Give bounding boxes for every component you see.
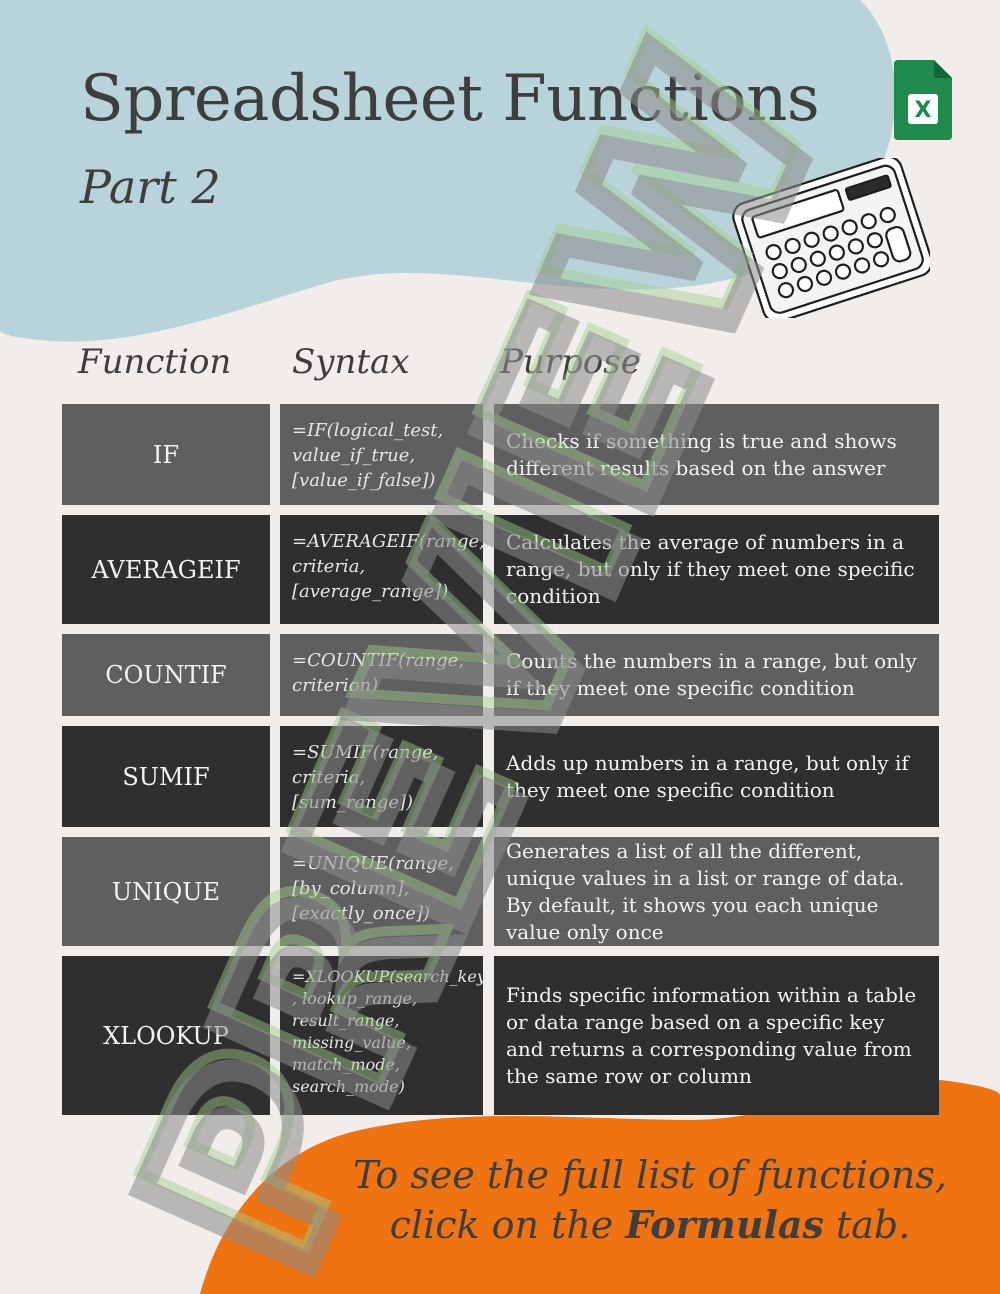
- header-syntax: Syntax: [292, 342, 410, 382]
- svg-text:X: X: [915, 98, 932, 123]
- purpose-cell: Generates a list of all the different, u…: [494, 837, 939, 946]
- purpose-cell: Adds up numbers in a range, but only if …: [494, 726, 939, 827]
- syntax-cell: =SUMIF(range,criteria,[sum_range]): [280, 726, 483, 827]
- syntax-cell: =COUNTIF(range,criterion): [280, 634, 483, 716]
- function-cell: XLOOKUP: [62, 956, 270, 1115]
- function-cell: UNIQUE: [62, 837, 270, 946]
- function-cell: SUMIF: [62, 726, 270, 827]
- header-purpose: Purpose: [500, 342, 641, 382]
- syntax-cell: =AVERAGEIF(range,criteria,[average_range…: [280, 515, 485, 624]
- header-function: Function: [78, 342, 232, 382]
- footer-note: To see the full list of functions, click…: [353, 1153, 947, 1247]
- excel-icon: X: [894, 60, 952, 140]
- purpose-cell: Calculates the average of numbers in a r…: [494, 515, 939, 624]
- syntax-cell: =XLOOKUP(search_key, lookup_range,result…: [280, 956, 486, 1115]
- formulas-tab-label: Formulas: [625, 1202, 824, 1247]
- purpose-cell: Checks if something is true and shows di…: [494, 404, 939, 505]
- page-subtitle: Part 2: [80, 160, 221, 214]
- purpose-cell: Finds specific information within a tabl…: [494, 956, 939, 1115]
- function-cell: IF: [62, 404, 270, 505]
- blue-blob: [0, 0, 896, 342]
- page-title: Spreadsheet Functions: [80, 62, 820, 136]
- calculator-icon: [732, 158, 930, 318]
- function-cell: COUNTIF: [62, 634, 270, 716]
- purpose-cell: Counts the numbers in a range, but only …: [494, 634, 939, 716]
- function-cell: AVERAGEIF: [62, 515, 270, 624]
- syntax-cell: =UNIQUE(range,[by_column],[exactly_once]…: [280, 837, 483, 946]
- syntax-cell: =IF(logical_test,value_if_true,[value_if…: [280, 404, 483, 505]
- orange-blob: [200, 1078, 1000, 1294]
